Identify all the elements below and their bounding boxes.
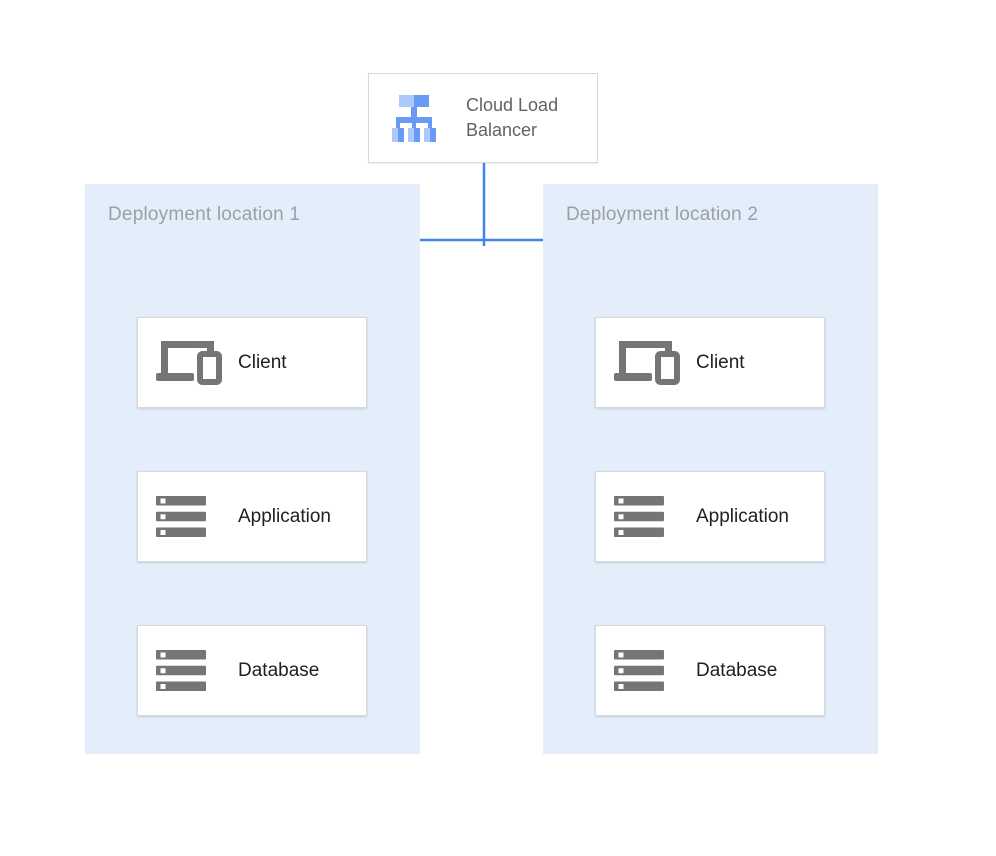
node-label: Database [696, 659, 778, 681]
node-label: Cloud Load Balancer [466, 95, 559, 140]
server-stack-icon [614, 496, 680, 537]
client-devices-icon [614, 340, 680, 385]
node-client[interactable]: Client [137, 317, 367, 408]
zone-label: Deployment location 1 [108, 204, 301, 225]
server-stack-icon [614, 650, 680, 691]
node-client[interactable]: Client [595, 317, 825, 408]
client-devices-icon [156, 340, 222, 385]
node-label: Application [696, 505, 789, 527]
server-stack-icon [156, 496, 222, 537]
node-application[interactable]: Application [137, 471, 367, 562]
server-stack-icon [156, 650, 222, 691]
node-cloud-load-balancer[interactable]: Cloud Load Balancer [368, 73, 598, 163]
node-label: Client [238, 351, 287, 373]
node-application[interactable]: Application [595, 471, 825, 562]
node-database[interactable]: Database [137, 625, 367, 716]
node-label: Database [238, 659, 320, 681]
node-label: Application [238, 505, 331, 527]
node-database[interactable]: Database [595, 625, 825, 716]
zone-deployment-location-2: Deployment location 2 Client [543, 184, 878, 754]
node-label: Client [696, 351, 745, 373]
zone-deployment-location-1: Deployment location 1 Client [85, 184, 420, 754]
zone-label: Deployment location 2 [566, 204, 759, 225]
load-balancer-icon [388, 92, 440, 144]
